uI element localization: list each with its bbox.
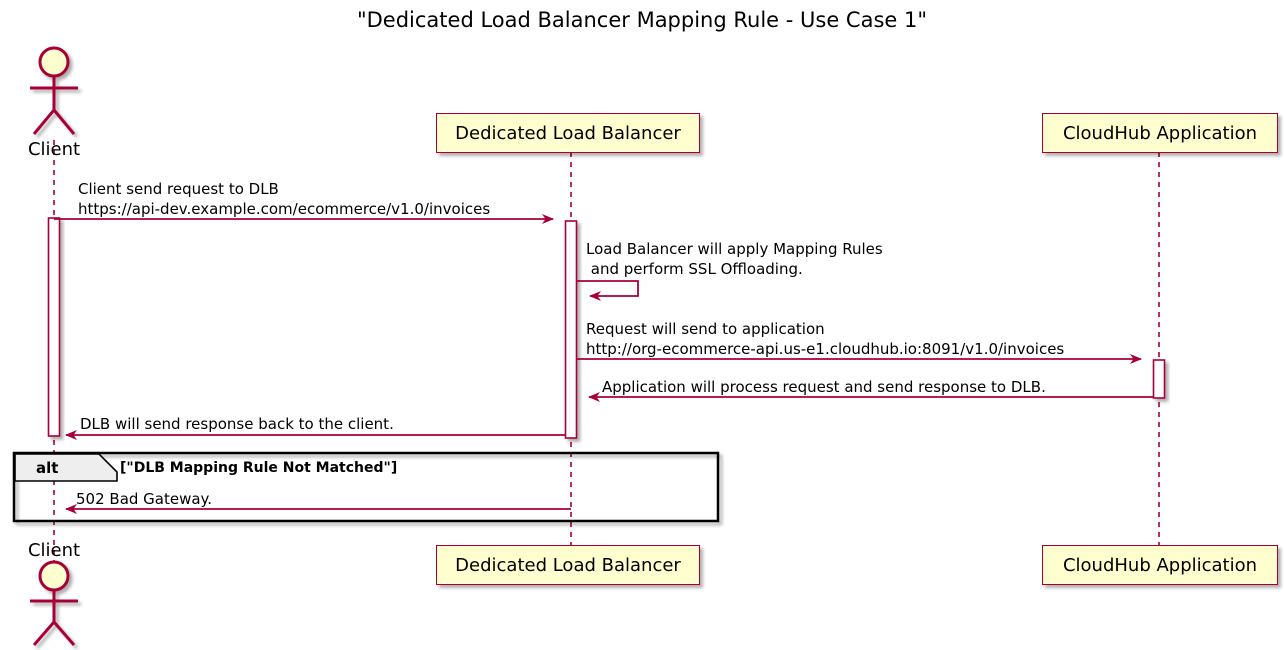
actor-client-top-label: Client xyxy=(27,139,81,160)
participant-dlb-bottom-label: Dedicated Load Balancer xyxy=(455,554,681,576)
message-label-1-line1: Client send request to DLB xyxy=(78,180,279,198)
actor-client-bottom xyxy=(30,560,78,646)
message-label-2-line2: and perform SSL Offloading. xyxy=(586,260,803,278)
alt-condition-label: ["DLB Mapping Rule Not Matched"] xyxy=(120,460,398,476)
participant-dlb-bottom[interactable]: Dedicated Load Balancer xyxy=(436,545,700,585)
alt-fragment-box xyxy=(12,451,720,523)
participant-cloudhub-top[interactable]: CloudHub Application xyxy=(1042,113,1278,153)
activation-bar-dlb xyxy=(564,220,578,439)
activation-bar-cloudhub xyxy=(1152,359,1166,399)
message-label-6: 502 Bad Gateway. xyxy=(76,490,213,508)
actor-client-top xyxy=(30,46,78,135)
message-arrow-2-self xyxy=(577,280,639,301)
participant-cloudhub-bottom[interactable]: CloudHub Application xyxy=(1042,545,1278,585)
participant-dlb-top[interactable]: Dedicated Load Balancer xyxy=(436,113,700,153)
message-label-2-line1: Load Balancer will apply Mapping Rules xyxy=(586,240,883,258)
actor-client-bottom-label: Client xyxy=(27,540,81,561)
diagram-title: "Dedicated Load Balancer Mapping Rule - … xyxy=(356,8,928,32)
message-label-3-line1: Request will send to application xyxy=(586,320,825,338)
message-label-5: DLB will send response back to the clien… xyxy=(80,415,394,433)
participant-cloudhub-bottom-label: CloudHub Application xyxy=(1062,554,1258,576)
message-label-3-line2: http://org-ecommerce-api.us-e1.cloudhub.… xyxy=(586,340,1065,358)
message-label-1-line2: https://api-dev.example.com/ecommerce/v1… xyxy=(78,200,491,218)
message-label-4: Application will process request and sen… xyxy=(602,378,1046,396)
participant-dlb-top-label: Dedicated Load Balancer xyxy=(455,122,681,144)
participant-cloudhub-top-label: CloudHub Application xyxy=(1062,122,1258,144)
activation-bar-client xyxy=(47,217,61,437)
alt-operator-label: alt xyxy=(36,459,59,477)
